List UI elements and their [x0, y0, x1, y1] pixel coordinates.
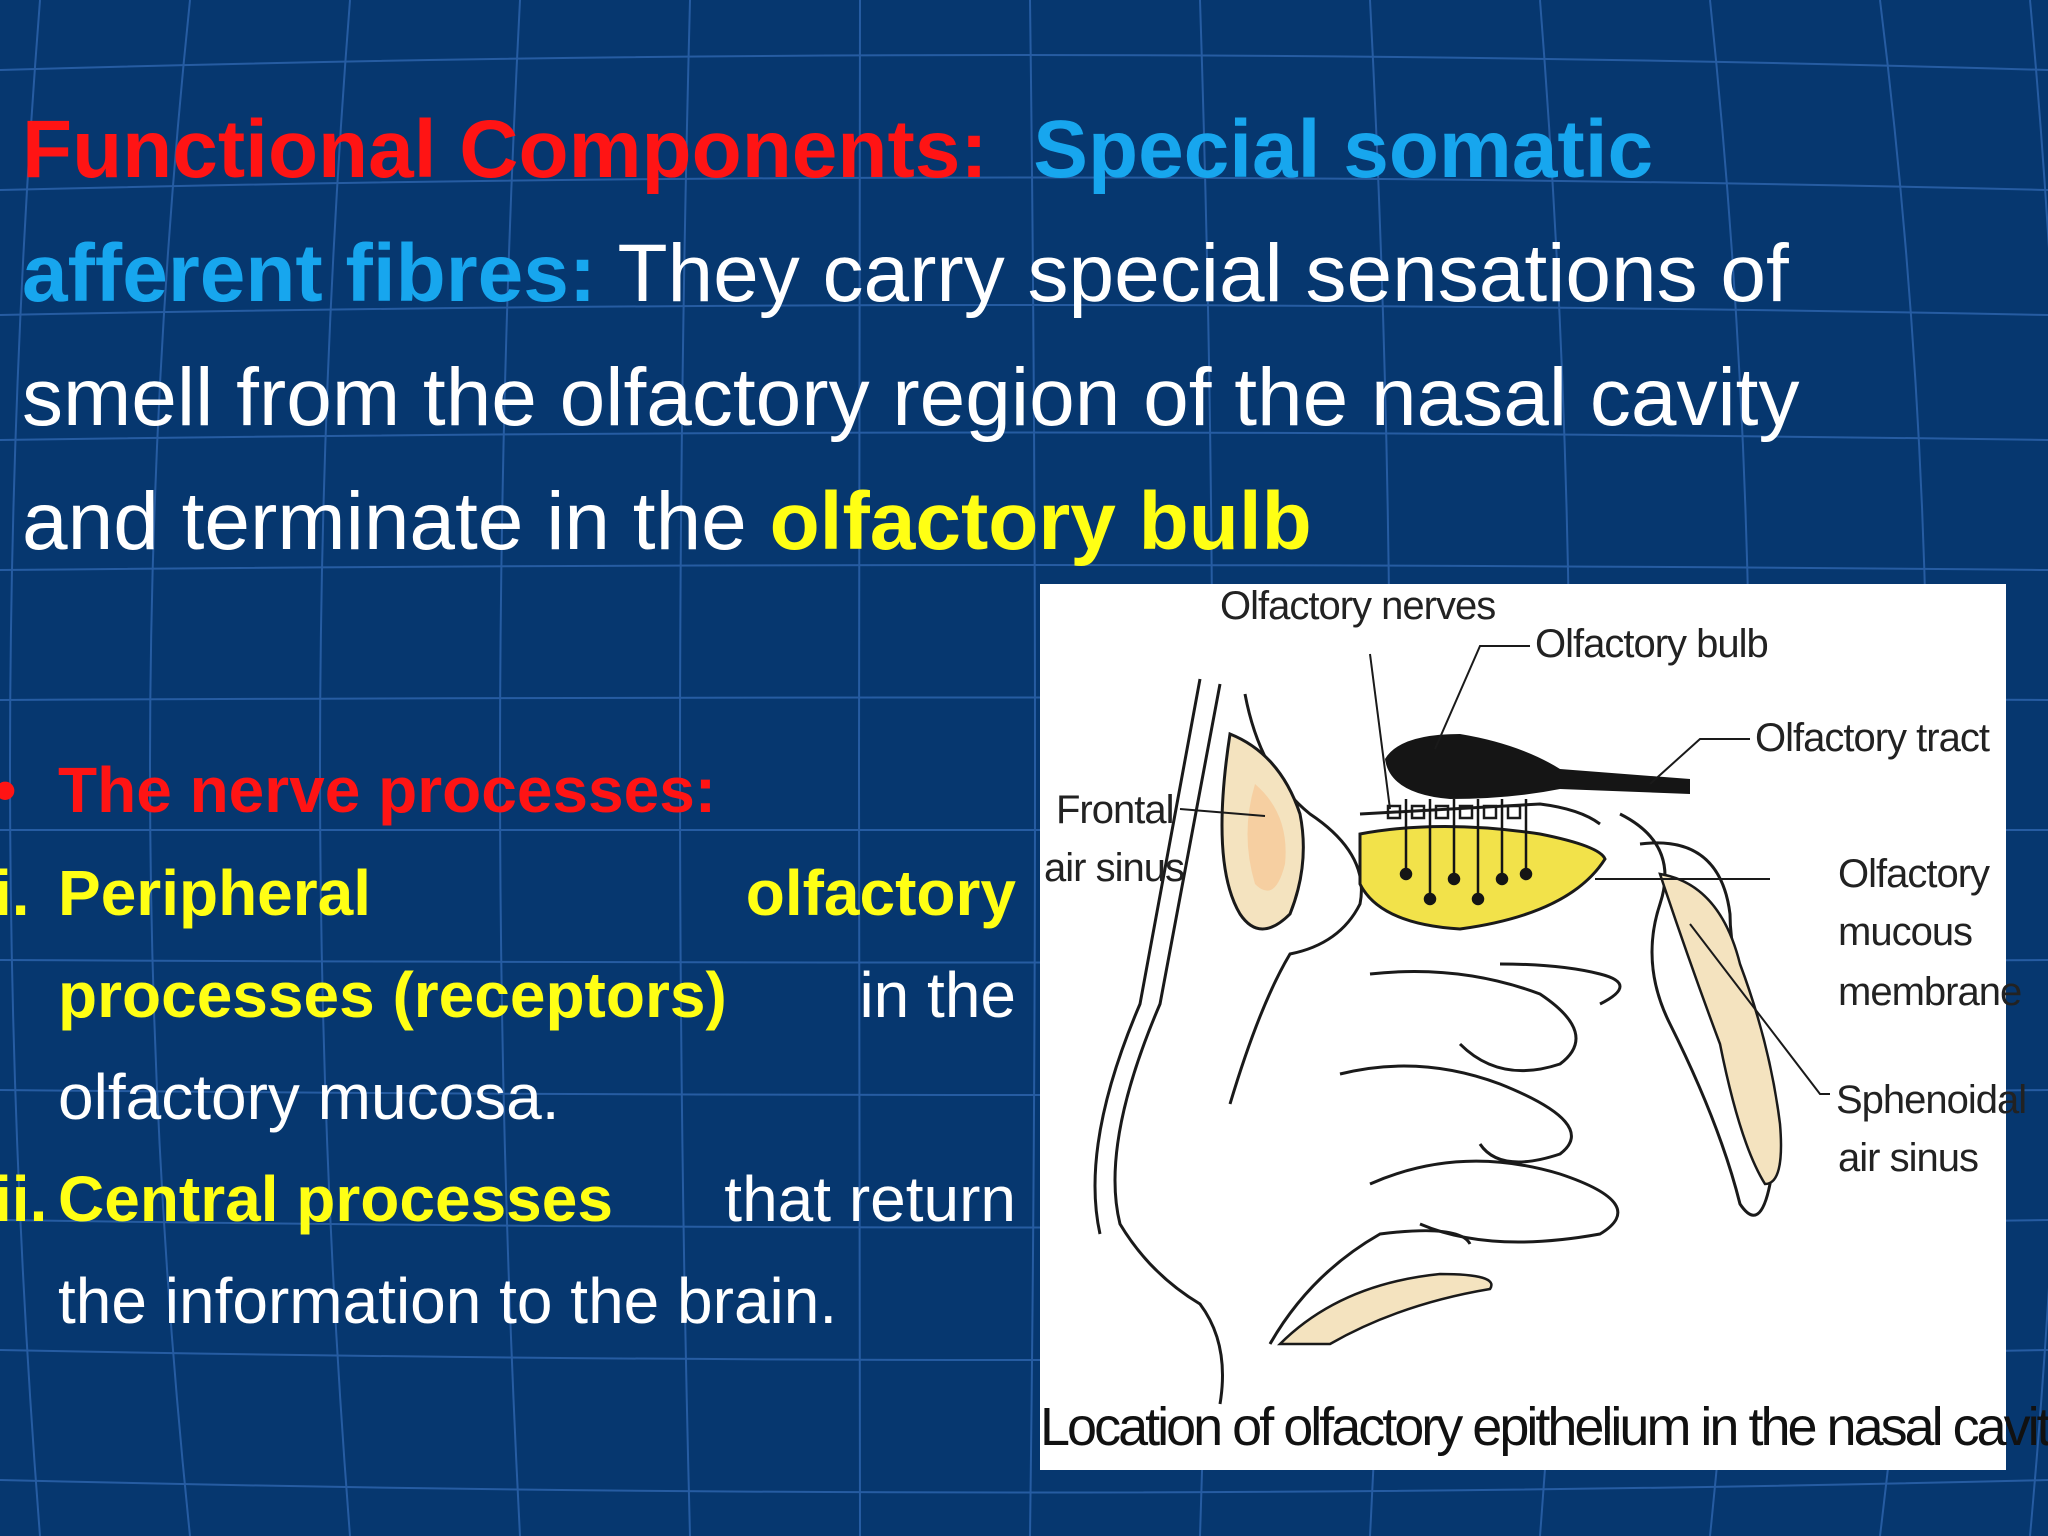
palate-bone [1276, 1272, 1493, 1346]
intro-paragraph: Functional Components: Special somatic a… [22, 88, 1802, 584]
intro-body: They carry special sensations of smell f… [22, 228, 1800, 567]
label-olfactory-mucous-2: mucous [1838, 910, 1973, 954]
nasal-cavity-figure: Olfactory nerves Olfactory bulb Olfactor… [1040, 584, 2048, 1470]
list-marker: i. [0, 857, 30, 929]
olfactory-epithelium [1358, 825, 1607, 931]
list-text: that return [724, 1163, 1016, 1235]
list-text: the information to the brain. [58, 1265, 838, 1337]
fibre-type: Special somatic afferent fibres: [22, 104, 1654, 319]
label-frontal-air-sinus: air sinus [1044, 846, 1185, 890]
list-line: Central processes that return [58, 1148, 1016, 1250]
label-olfactory-mucous-1: Olfactory [1838, 852, 1990, 896]
peripheral-term: Peripheral [58, 857, 372, 929]
label-frontal: Frontal [1056, 788, 1174, 832]
label-olfactory-mucous-3: membrane [1838, 970, 2022, 1014]
sphenoid-bone [1658, 872, 1783, 1186]
label-olfactory-nerves: Olfactory nerves [1220, 584, 1496, 628]
label-olfactory-tract: Olfactory tract [1755, 716, 1990, 760]
frontal-air-sinus [1247, 784, 1286, 891]
list-line: processes (receptors) in the [58, 944, 1016, 1046]
list-text: in the [859, 959, 1016, 1031]
list-marker: ii. [0, 1163, 48, 1235]
olfactory-term: olfactory [745, 857, 1016, 929]
bullet-icon: • [0, 745, 16, 835]
label-sphenoidal-air-sinus: air sinus [1838, 1136, 1979, 1180]
cribriform-plate [1359, 802, 1601, 826]
list-item-central: ii. Central processes that return the inf… [0, 1148, 1016, 1352]
list-line: Peripheral olfactory [58, 842, 1016, 944]
figure-caption: Location of olfactory epithelium in the … [1040, 1397, 2048, 1457]
list-item-peripheral: i. Peripheral olfactory processes (recept… [0, 842, 1016, 1148]
central-processes-term: Central processes [58, 1163, 613, 1235]
label-sphenoidal: Sphenoidal [1836, 1078, 2027, 1122]
olfactory-bulb-shape [1385, 734, 1690, 799]
olfactory-bulb-term: olfactory bulb [769, 476, 1312, 567]
nasal-cavity-diagram [1093, 645, 1830, 1405]
list-text: olfactory mucosa. [58, 1061, 560, 1133]
nerve-processes-title: The nerve processes: [58, 754, 717, 826]
functional-components-label: Functional Components: [22, 104, 988, 195]
label-olfactory-bulb: Olfactory bulb [1535, 622, 1769, 666]
receptors-term: processes (receptors) [58, 959, 727, 1031]
